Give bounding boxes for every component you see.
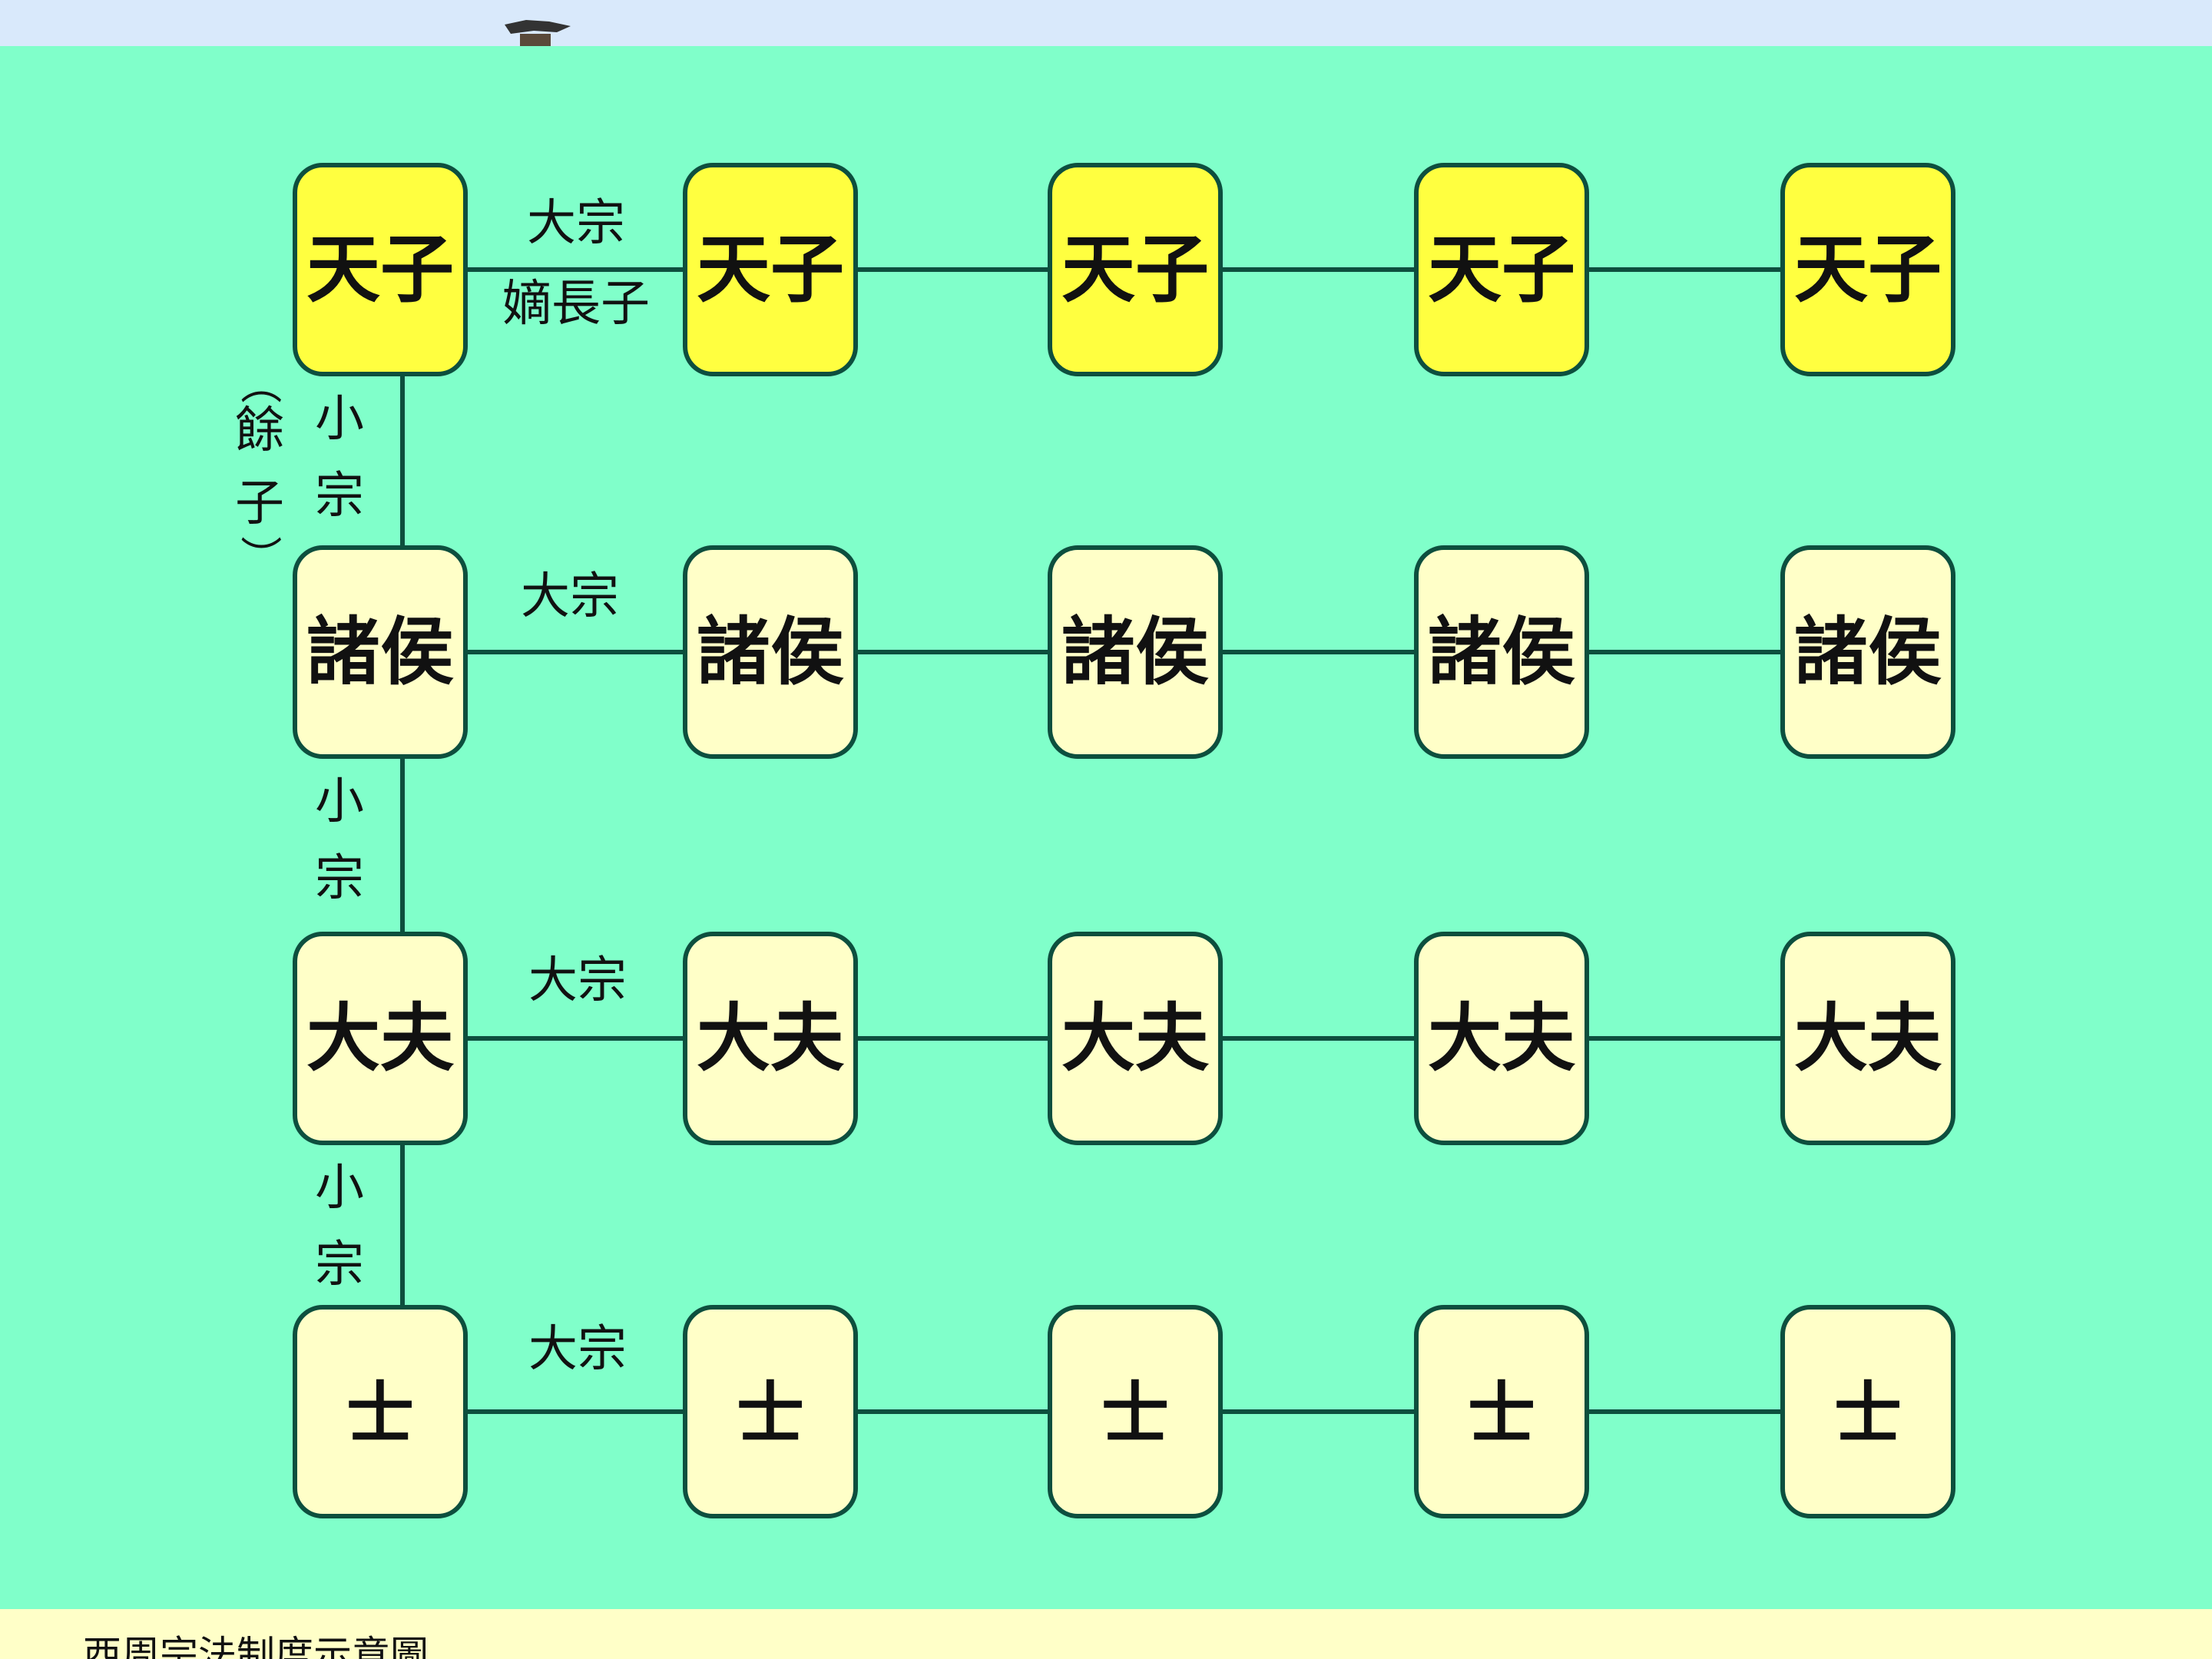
rank-node: 士: [293, 1305, 468, 1518]
main-line-label: 大宗: [528, 952, 627, 1009]
rank-node-label: 士: [1101, 1374, 1169, 1453]
zongfa-diagram: 大宗嫡長子大宗大宗大宗小宗（餘子）小宗小宗 天子天子天子天子天子諸侯諸侯諸侯諸侯…: [0, 46, 2212, 1609]
rank-node-box: [1048, 163, 1223, 376]
rank-node-label: 士: [1468, 1374, 1535, 1453]
rank-node-label: 天子: [1428, 227, 1575, 313]
rank-node-box: [1780, 932, 1955, 1145]
rank-node: 天子: [293, 163, 468, 376]
rank-node: 天子: [1048, 163, 1223, 376]
rank-node-box: [1414, 1305, 1589, 1518]
top-image-fragment: [505, 20, 571, 46]
rank-node: 諸侯: [293, 545, 468, 759]
rank-node: 諸侯: [1780, 545, 1955, 759]
rank-node: 士: [1414, 1305, 1589, 1518]
branch-label: 宗: [315, 468, 364, 525]
branch-note: （: [236, 363, 284, 404]
rank-node-box: [1780, 1305, 1955, 1518]
branch-note: 子: [235, 475, 284, 532]
rank-node-label: 士: [737, 1374, 804, 1453]
rank-node: 諸侯: [1414, 545, 1589, 759]
rank-node: 天子: [683, 163, 858, 376]
rank-node-label: 大夫: [306, 995, 455, 1081]
rank-node-box: [1414, 163, 1589, 376]
rank-node: 天子: [1414, 163, 1589, 376]
rank-node: 諸侯: [1048, 545, 1223, 759]
rank-node-box: [293, 932, 468, 1145]
rank-node-label: 天子: [697, 227, 844, 313]
rank-node-box: [293, 545, 468, 759]
rank-node-label: 諸侯: [1794, 609, 1942, 695]
rank-node-label: 士: [1834, 1374, 1902, 1453]
rank-node-label: 大夫: [1061, 995, 1210, 1081]
rank-node-box: [293, 163, 468, 376]
caption-text: 西周宗法制度示意圖: [83, 1633, 429, 1659]
rank-node-box: [683, 545, 858, 759]
rank-node-box: [1048, 545, 1223, 759]
rank-node-label: 諸侯: [1061, 609, 1209, 695]
rank-node-box: [1048, 932, 1223, 1145]
rank-node-box: [1780, 545, 1955, 759]
main-line-label: 大宗: [527, 195, 625, 252]
rank-node: 士: [1048, 1305, 1223, 1518]
rank-node-label: 諸侯: [697, 609, 844, 695]
rank-node-label: 天子: [1794, 227, 1942, 313]
rank-node-box: [1780, 163, 1955, 376]
rank-node-label: 天子: [1061, 227, 1209, 313]
branch-label: 小: [315, 391, 364, 448]
rank-node-box: [1048, 1305, 1223, 1518]
caption-bar: 西周宗法制度示意圖: [0, 1609, 2212, 1659]
rank-node: 士: [1780, 1305, 1955, 1518]
rank-node-label: 大夫: [1428, 995, 1576, 1081]
rank-node: 士: [683, 1305, 858, 1518]
rank-node-box: [683, 1305, 858, 1518]
main-line-label: 大宗: [528, 1321, 627, 1378]
rank-node-box: [1414, 545, 1589, 759]
rank-node-box: [683, 932, 858, 1145]
branch-note: ）: [236, 535, 284, 577]
branch-note: 餘: [235, 402, 284, 459]
rank-node-label: 大夫: [1794, 995, 1942, 1081]
connector-lines: [400, 267, 1783, 1414]
rank-node-box: [293, 1305, 468, 1518]
rank-node-box: [683, 163, 858, 376]
branch-label: 小: [315, 1160, 364, 1217]
rank-node-label: 大夫: [697, 995, 845, 1081]
rank-node-box: [1414, 932, 1589, 1145]
main-line-label: 嫡長子: [502, 276, 650, 333]
branch-label: 宗: [315, 1237, 364, 1293]
rank-node-label: 諸侯: [306, 609, 454, 695]
rank-node: 大夫: [1780, 932, 1955, 1145]
rank-node-label: 諸侯: [1428, 609, 1575, 695]
branch-label: 宗: [315, 850, 364, 907]
rank-node: 大夫: [683, 932, 858, 1145]
main-line-label: 大宗: [521, 568, 619, 625]
rank-node: 大夫: [1048, 932, 1223, 1145]
branch-label: 小: [315, 773, 364, 830]
rank-node-label: 天子: [306, 227, 454, 313]
rank-node: 大夫: [293, 932, 468, 1145]
rank-node: 諸侯: [683, 545, 858, 759]
rank-node: 天子: [1780, 163, 1955, 376]
rank-node: 大夫: [1414, 932, 1589, 1145]
top-strip: [0, 0, 2212, 46]
rank-node-label: 士: [346, 1374, 414, 1453]
